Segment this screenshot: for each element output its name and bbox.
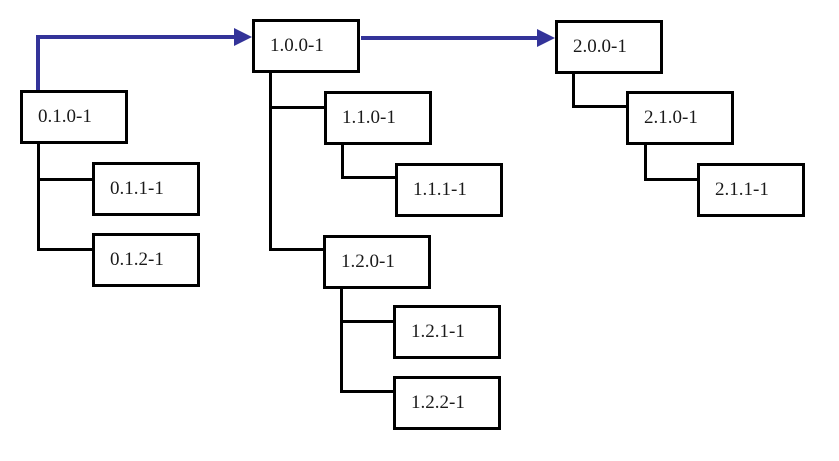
connector-line: [37, 144, 40, 251]
tree-node-0-1-1-1: 0.1.1-1: [92, 162, 200, 216]
connector-line: [37, 248, 93, 251]
arrowhead-icon: [537, 29, 555, 47]
connector-line: [340, 390, 394, 393]
connector-line: [269, 248, 325, 251]
mainline-arrow-segment: [36, 35, 236, 39]
tree-node-0-1-2-1: 0.1.2-1: [92, 233, 200, 287]
connector-line: [340, 320, 394, 323]
connector-line: [644, 145, 647, 181]
tree-node-2-0-0-1: 2.0.0-1: [555, 20, 663, 74]
tree-node-1-2-2-1: 1.2.2-1: [393, 376, 501, 430]
arrowhead-icon: [234, 28, 252, 46]
tree-node-0-1-0-1: 0.1.0-1: [20, 90, 128, 144]
tree-node-1-2-1-1: 1.2.1-1: [393, 305, 501, 359]
tree-node-1-1-0-1: 1.1.0-1: [324, 91, 432, 145]
connector-line: [340, 287, 343, 393]
tree-node-2-1-1-1: 2.1.1-1: [697, 163, 805, 217]
tree-node-2-1-0-1: 2.1.0-1: [626, 91, 734, 145]
connector-line: [644, 178, 698, 181]
connector-line: [572, 105, 627, 108]
tree-node-1-0-0-1: 1.0.0-1: [252, 19, 360, 73]
mainline-arrow-segment: [36, 35, 40, 91]
mainline-arrow-segment: [361, 36, 539, 40]
tree-node-1-2-0-1: 1.2.0-1: [323, 235, 431, 289]
connector-line: [37, 178, 93, 181]
connector-line: [341, 176, 396, 179]
connector-line: [341, 144, 344, 179]
connector-line: [572, 72, 575, 108]
connector-line: [269, 72, 272, 251]
tree-node-1-1-1-1: 1.1.1-1: [395, 163, 503, 217]
connector-line: [269, 106, 325, 109]
